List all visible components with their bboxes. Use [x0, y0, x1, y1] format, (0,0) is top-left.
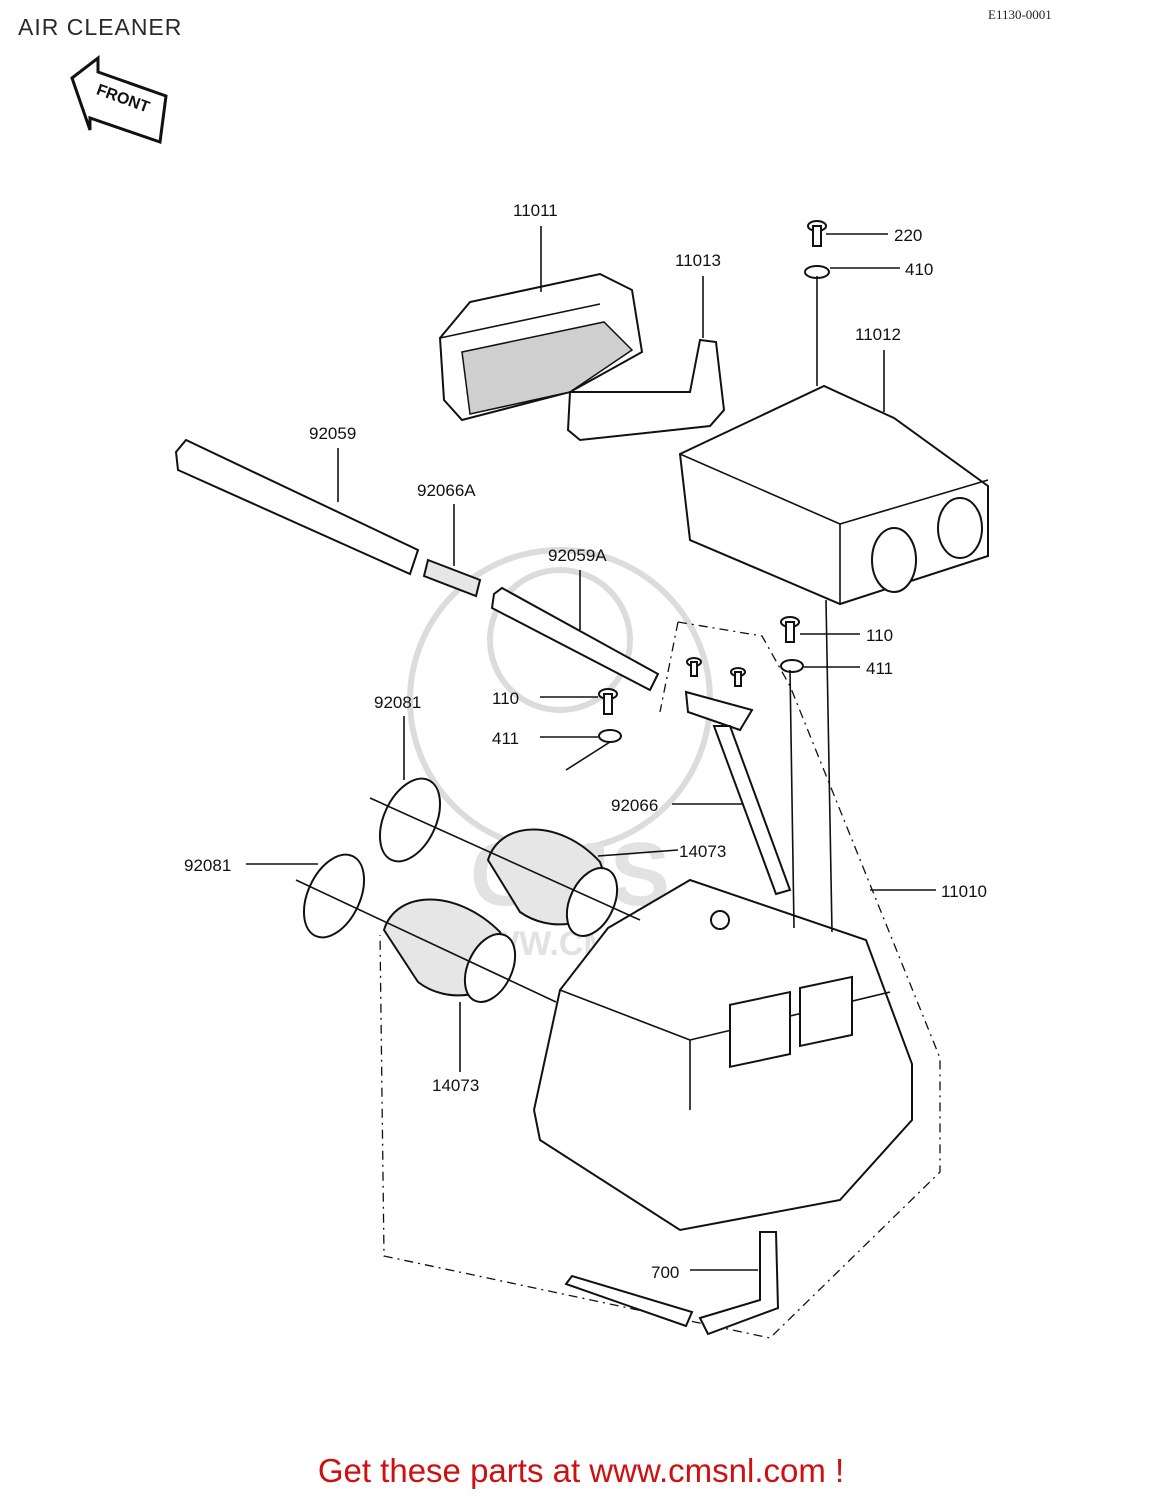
callout-11012: 11012 — [855, 325, 901, 344]
duct-14073-bottom — [382, 898, 517, 1003]
front-arrow-icon: FRONT — [70, 54, 168, 145]
callout-220: 220 — [894, 226, 922, 245]
screw-220 — [807, 220, 827, 247]
o-ring-92081-left — [302, 853, 366, 939]
callout-411-right: 411 — [866, 659, 893, 678]
assembly-outline-segment — [659, 621, 679, 713]
assembly-line — [565, 741, 611, 771]
assembly-outline — [379, 621, 941, 1339]
callout-14073-top: 14073 — [679, 842, 726, 861]
assembly-line — [295, 879, 557, 1003]
bracket-screws — [686, 657, 746, 687]
callout-92081-top: 92081 — [374, 693, 421, 712]
hose-92059a — [490, 586, 660, 692]
callout-14073-bottom: 14073 — [432, 1076, 479, 1095]
callout-11011: 11011 — [513, 201, 558, 220]
callout-92081-left: 92081 — [184, 856, 231, 875]
hose-92059 — [174, 438, 420, 576]
callout-92059: 92059 — [309, 424, 356, 443]
assembly-line — [369, 797, 641, 921]
diagram-id: E1130-0001 — [988, 7, 1052, 22]
assembly-line — [825, 599, 833, 933]
page-title: AIR CLEANER — [18, 14, 183, 40]
callout-92066a: 92066A — [417, 481, 476, 500]
callout-110-left: 110 — [492, 689, 519, 708]
fitting-92066a — [422, 558, 482, 598]
air-cleaner-cap-11012 — [678, 384, 989, 606]
bolt-110-left — [598, 688, 618, 715]
duct-14073-top — [486, 828, 619, 937]
callout-410: 410 — [905, 260, 933, 279]
callout-110-right: 110 — [866, 626, 893, 645]
callout-11013: 11013 — [675, 251, 721, 270]
callout-11010: 11010 — [941, 882, 987, 901]
drain-hose-700 — [564, 1231, 780, 1336]
tube-92066 — [684, 690, 792, 896]
callout-411-left: 411 — [492, 729, 519, 748]
filter-element-11011 — [438, 272, 644, 422]
element-holder-11013 — [566, 338, 726, 442]
washer-411-left — [598, 729, 622, 743]
assembly-line — [789, 669, 795, 929]
callout-92059a: 92059A — [548, 546, 607, 565]
washer-411-right — [780, 659, 804, 673]
footer-link[interactable]: Get these parts at www.cmsnl.com ! — [317, 1452, 845, 1489]
callout-700: 700 — [651, 1263, 679, 1282]
o-ring-92081-top — [378, 777, 442, 863]
callout-92066: 92066 — [611, 796, 658, 815]
parts-diagram: CMS WWW.CMSNL.COM FRONT — [70, 54, 989, 1339]
air-cleaner-case-11010 — [532, 878, 913, 1232]
callout-leaders — [246, 226, 936, 1271]
callout-labels: 11011 11013 220 410 11012 92059 92066A 9… — [184, 201, 987, 1282]
bolt-110-right — [780, 616, 800, 643]
